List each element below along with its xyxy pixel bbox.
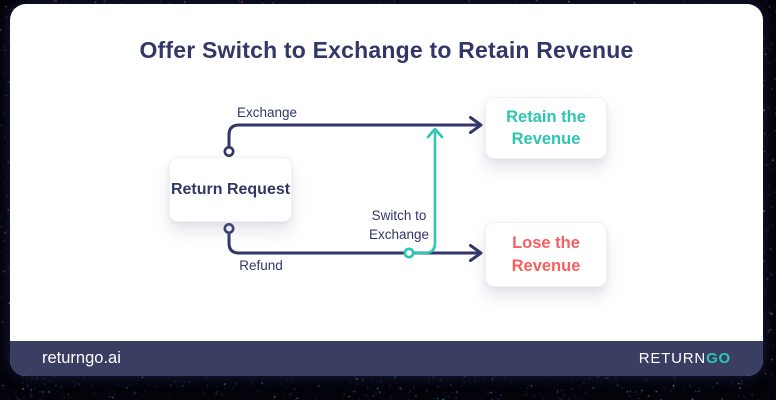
flow-connectors bbox=[223, 116, 483, 262]
node-return-request: Return Request bbox=[169, 157, 292, 222]
brand-logo-go: GO bbox=[706, 350, 731, 367]
node-return-request-label: Return Request bbox=[170, 180, 291, 198]
node-retain-revenue: Retain the Revenue bbox=[485, 97, 607, 159]
switch-arrowhead-icon bbox=[426, 127, 444, 139]
refund-arrowhead-icon bbox=[469, 244, 483, 262]
content-card: Offer Switch to Exchange to Retain Reven… bbox=[10, 4, 763, 376]
exchange-connector bbox=[227, 123, 480, 148]
brand-logo: RETURNGO bbox=[639, 350, 731, 367]
port-dot-switch bbox=[403, 247, 415, 259]
edge-label-exchange: Exchange bbox=[236, 105, 298, 120]
edge-label-switch-line2: Exchange bbox=[368, 227, 430, 242]
port-dot-bottom bbox=[223, 223, 235, 235]
brand-logo-return: RETURN bbox=[638, 350, 707, 367]
edge-label-switch-line1: Switch to bbox=[371, 208, 427, 223]
website-url: returngo.ai bbox=[42, 349, 121, 367]
exchange-arrowhead-icon bbox=[469, 116, 483, 134]
edge-label-refund: Refund bbox=[239, 258, 283, 273]
switch-connector bbox=[413, 131, 437, 255]
node-lose-revenue: Lose the Revenue bbox=[485, 222, 607, 287]
edge-label-switch: Switch to Exchange bbox=[359, 206, 439, 244]
refund-connector bbox=[227, 232, 480, 255]
port-dot-top bbox=[223, 146, 235, 158]
node-lose-revenue-label: Lose the Revenue bbox=[511, 234, 581, 275]
page-title: Offer Switch to Exchange to Retain Reven… bbox=[139, 37, 634, 63]
footer-bar: returngo.ai RETURNGO bbox=[10, 341, 763, 376]
node-retain-revenue-label: Retain the Revenue bbox=[506, 107, 586, 148]
